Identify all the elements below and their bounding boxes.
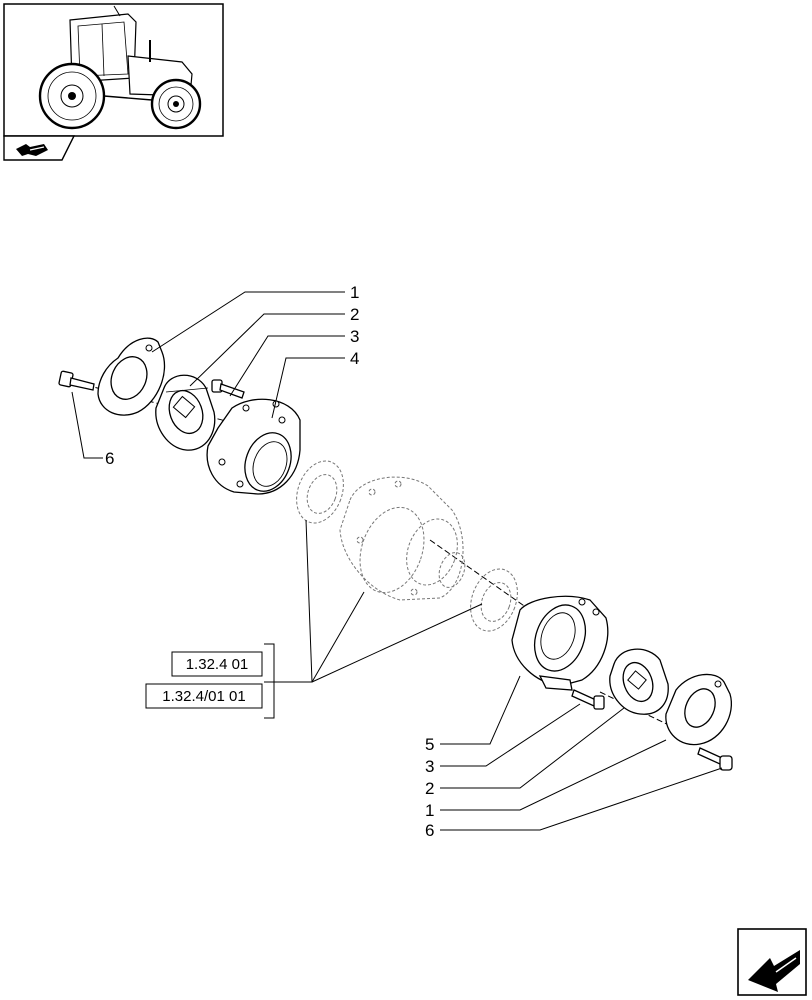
bolt-right: [697, 747, 733, 771]
callout-3-top: 3: [350, 327, 359, 346]
differential-phantom: [296, 460, 518, 632]
section-tab[interactable]: [3, 135, 76, 161]
callout-2-top: 2: [350, 305, 359, 324]
callout-1-top: 1: [350, 283, 359, 302]
section-arrow-icon: [16, 144, 48, 156]
reference-label-1: 1.32.4 01: [186, 656, 249, 673]
callout-5-bottom: 5: [425, 735, 434, 754]
bolt-lower: [571, 689, 605, 710]
reference-label-2: 1.32.4/01 01: [162, 688, 245, 705]
bolt-upper: [211, 379, 245, 399]
ring-nut-left: [155, 374, 216, 451]
bearing-support-left: [206, 398, 301, 495]
callout-6-bottom: 6: [425, 821, 434, 840]
leader-lines: [71, 291, 723, 831]
reference-link-1[interactable]: 1.32.4 01: [171, 651, 263, 677]
callout-3-bottom: 3: [425, 757, 434, 776]
callout-4-top: 4: [350, 349, 359, 368]
next-page-arrow-icon: [748, 950, 800, 992]
reference-link-2[interactable]: 1.32.4/01 01: [145, 683, 263, 709]
callout-2-bottom: 2: [425, 779, 434, 798]
next-page-button[interactable]: [737, 928, 807, 996]
callout-1-bottom: 1: [425, 801, 434, 820]
ring-nut-right: [609, 648, 669, 715]
tractor-thumbnail[interactable]: [3, 3, 224, 137]
bolt-left: [58, 370, 95, 391]
shim-plate-right: [665, 673, 732, 746]
bearing-support-right: [511, 595, 609, 691]
callout-6-left: 6: [105, 449, 114, 468]
shim-plate-left: [97, 337, 166, 416]
